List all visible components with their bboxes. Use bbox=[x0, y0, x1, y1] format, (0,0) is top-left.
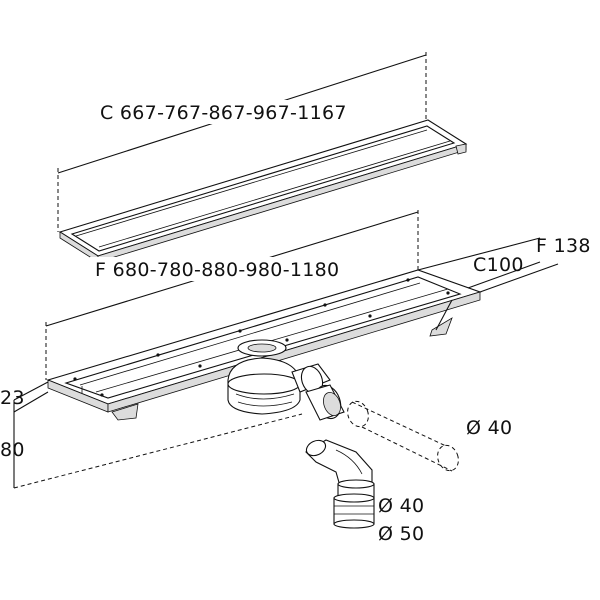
frame-length-dimension bbox=[45, 210, 419, 380]
outlet-small-label: Ø 40 bbox=[378, 495, 424, 517]
drain-channel-body bbox=[46, 269, 482, 421]
drain-trap bbox=[227, 339, 345, 421]
horizontal-pipe bbox=[347, 400, 459, 472]
outlet-large-label: Ø 50 bbox=[378, 523, 424, 545]
cover-length-label: C 667-767-867-967-1167 bbox=[100, 102, 347, 124]
height-total-label: 80 bbox=[0, 439, 25, 461]
width-dimensions bbox=[417, 237, 559, 293]
cover-grating bbox=[58, 119, 468, 263]
pipe-horizontal-label: Ø 40 bbox=[466, 417, 512, 439]
vertical-elbow-outlet bbox=[305, 439, 375, 529]
frame-length-label: F 680-780-880-980-1180 bbox=[95, 259, 339, 281]
cover-length-dimension bbox=[57, 52, 427, 232]
height-dimensions bbox=[13, 381, 303, 489]
height-top-label: 23 bbox=[0, 387, 25, 409]
cover-width-label: C100 bbox=[473, 254, 524, 276]
frame-width-label: F 138 bbox=[536, 235, 591, 257]
